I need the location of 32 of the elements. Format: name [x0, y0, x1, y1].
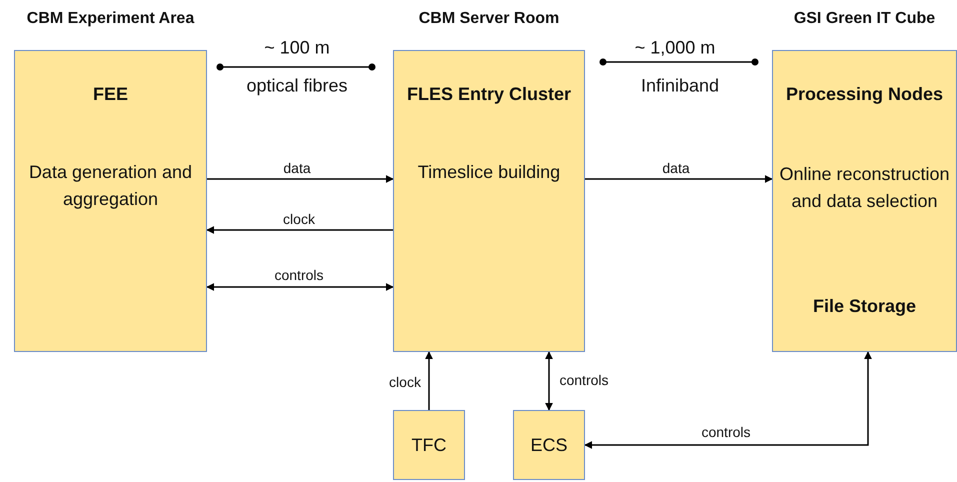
process-box — [513, 410, 585, 480]
edge-label: controls — [699, 424, 753, 440]
edge-label: data — [660, 160, 692, 176]
box-description: Data generation and aggregation — [28, 161, 194, 211]
box-title: FEE — [92, 83, 129, 106]
edge-label: clock — [281, 211, 317, 227]
box-title: Processing Nodes — [784, 83, 944, 106]
edge-label: clock — [387, 374, 423, 390]
arrow — [425, 351, 433, 410]
distance-label: ~ 1,000 m — [634, 38, 716, 58]
link-type-label: optical fibres — [246, 76, 348, 96]
distance-label: ~ 100 m — [264, 38, 330, 58]
arrow — [585, 175, 773, 183]
box-description: Online reconstruction and data selection — [778, 163, 951, 213]
area-heading: GSI Green IT Cube — [792, 9, 936, 29]
arrow — [206, 226, 393, 234]
area-heading: CBM Server Room — [418, 9, 560, 29]
box-description: Timeslice building — [416, 161, 562, 184]
arrow — [584, 351, 872, 449]
box-title: File Storage — [812, 295, 918, 318]
edge-label: data — [281, 160, 313, 176]
arrow — [545, 351, 553, 411]
area-heading: CBM Experiment Area — [26, 9, 196, 29]
box-title: FLES Entry Cluster — [406, 83, 572, 106]
arrow — [207, 175, 394, 183]
box-title: TFC — [410, 434, 448, 456]
process-box — [393, 410, 465, 480]
edge-label: controls — [557, 372, 611, 388]
box-title: ECS — [529, 434, 568, 456]
link-type-label: Infiniband — [640, 76, 720, 96]
edge-label: controls — [272, 267, 326, 283]
arrow — [206, 283, 394, 291]
